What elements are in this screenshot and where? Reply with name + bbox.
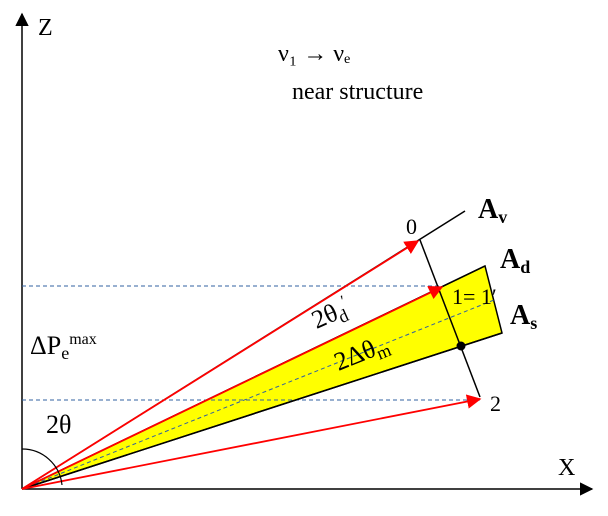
two-theta-arc xyxy=(21,448,63,486)
connector-line xyxy=(419,239,481,398)
beam-as-label: As xyxy=(510,300,538,333)
delta-p-label: ΔPemax xyxy=(30,331,97,363)
x-axis-label: X xyxy=(558,455,576,481)
transition-label: ν₁ → νₑ xyxy=(278,41,351,67)
vector-to-2 xyxy=(21,394,482,490)
beam-as-line xyxy=(21,332,503,490)
beam-av-label: Av xyxy=(478,194,508,227)
beam-ad-label: Ad xyxy=(500,244,531,277)
z-axis-label: Z xyxy=(38,15,53,41)
diffraction-band xyxy=(21,264,503,490)
dashed-bisector xyxy=(21,299,495,490)
point-2-label: 2 xyxy=(490,391,501,416)
point-0-label: 0 xyxy=(406,214,417,239)
two-theta-label: 2θ xyxy=(46,410,72,439)
subtitle-label: near structure xyxy=(292,79,424,105)
vector-to-1 xyxy=(21,286,444,490)
vector-to-0 xyxy=(21,240,420,490)
point-on-as xyxy=(456,341,466,351)
point-1-label: 1= 1′ xyxy=(452,284,497,309)
